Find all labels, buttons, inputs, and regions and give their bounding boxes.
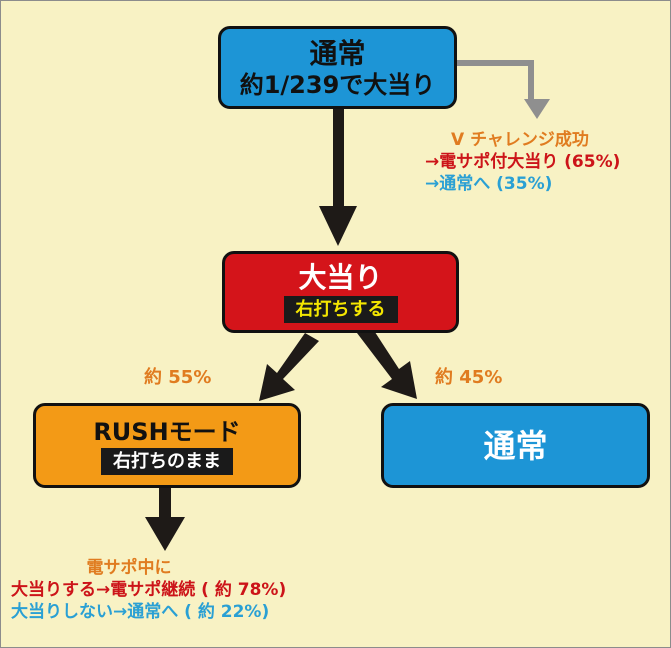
node-normal-top-title: 通常: [309, 36, 366, 70]
densapo-line1: 大当りする→電サポ継続 ( 約 78%): [11, 580, 287, 600]
v-challenge-note: V チャレンジ成功 →電サポ付大当り (65%) →通常へ (35%): [425, 129, 620, 195]
v-challenge-line2: →通常へ (35%): [425, 174, 553, 194]
node-normal-right: 通常: [381, 403, 650, 488]
arrow-normal-to-jackpot: [319, 109, 357, 246]
node-jackpot: 大当り 右打ちする: [222, 251, 459, 333]
node-jackpot-title: 大当り: [298, 261, 383, 294]
node-jackpot-badge: 右打ちする: [283, 296, 398, 323]
node-normal-right-title: 通常: [483, 426, 548, 465]
split-right-percent: 約 45%: [435, 367, 503, 388]
arrow-jackpot-to-rush: [259, 333, 319, 401]
densapo-note: 電サポ中に 大当りする→電サポ継続 ( 約 78%) 大当りしない→通常へ ( …: [11, 557, 286, 623]
arrow-jackpot-to-normal: [357, 326, 417, 399]
node-rush-badge: 右打ちのまま: [101, 447, 233, 475]
densapo-title: 電サポ中に: [86, 558, 172, 578]
node-normal-top: 通常 約1/239で大当り: [218, 26, 457, 109]
v-challenge-title: V チャレンジ成功: [451, 130, 589, 150]
side-arrow-v-challenge: [457, 60, 550, 119]
node-rush-mode: RUSHモード 右打ちのまま: [33, 403, 301, 488]
split-left-percent: 約 55%: [144, 367, 212, 388]
v-challenge-line1: →電サポ付大当り (65%): [425, 152, 621, 172]
node-rush-title: RUSHモード: [93, 417, 241, 446]
densapo-line2: 大当りしない→通常へ ( 約 22%): [11, 602, 270, 622]
node-normal-top-subtitle: 約1/239で大当り: [239, 70, 436, 99]
arrow-rush-to-densapo: [145, 488, 185, 551]
